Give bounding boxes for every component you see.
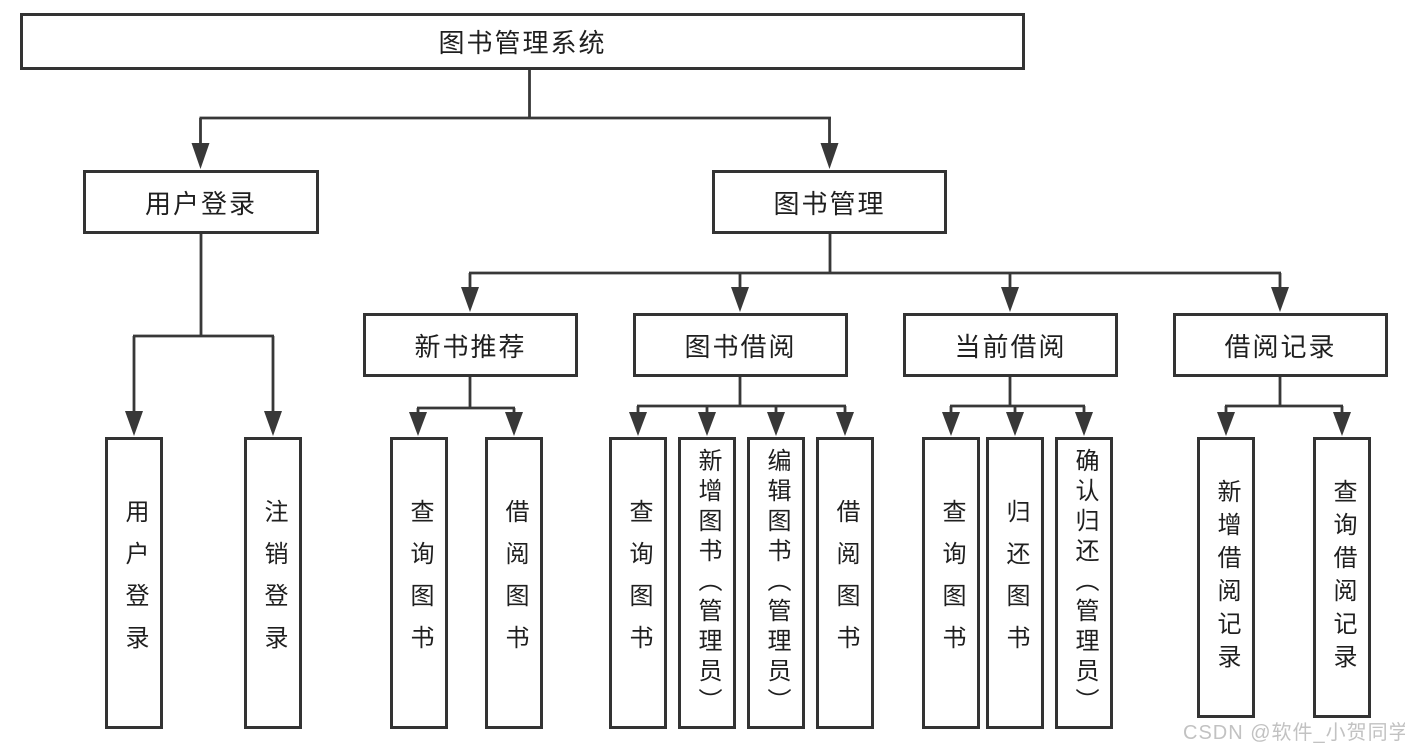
node-book-management: 图书管理 xyxy=(712,170,947,234)
connector-current-borrow-children xyxy=(942,376,1093,436)
leaf-label: 确认归还（管理员） xyxy=(1071,448,1098,718)
leaf-label: 借阅图书 xyxy=(501,499,528,667)
node-current-borrow: 当前借阅 xyxy=(903,313,1118,377)
leaf-label: 查询图书 xyxy=(625,499,652,667)
leaf-add-borrow-record: 新增借阅记录 xyxy=(1197,437,1255,718)
leaf-return-books: 归还图书 xyxy=(986,437,1044,729)
node-user-login: 用户登录 xyxy=(83,170,319,234)
leaf-query-borrow-record: 查询借阅记录 xyxy=(1313,437,1371,718)
leaf-label: 注销登录 xyxy=(260,499,287,667)
leaf-borrow-books: 借阅图书 xyxy=(816,437,874,729)
leaf-query-books-recommend: 查询图书 xyxy=(390,437,448,729)
leaf-label: 借阅图书 xyxy=(832,499,859,667)
leaf-query-books-borrow: 查询图书 xyxy=(609,437,667,729)
node-root: 图书管理系统 xyxy=(20,13,1025,70)
leaf-label: 查询借阅记录 xyxy=(1329,478,1356,677)
csdn-watermark: CSDN @软件_小贺同学 xyxy=(1183,722,1405,744)
leaf-logout: 注销登录 xyxy=(244,437,302,729)
leaf-label: 编辑图书（管理员） xyxy=(763,448,790,718)
leaf-label: 查询图书 xyxy=(938,499,965,667)
leaf-add-books-admin: 新增图书（管理员） xyxy=(678,437,736,729)
leaf-label: 用户登录 xyxy=(121,499,148,667)
connector-book-management-to-level3 xyxy=(461,234,1289,312)
connector-user-login-children xyxy=(125,234,282,436)
connector-new-book-children xyxy=(409,376,523,436)
connector-root-to-level2 xyxy=(191,68,839,169)
leaf-label: 查询图书 xyxy=(406,499,433,667)
leaf-user-login: 用户登录 xyxy=(105,437,163,729)
leaf-label: 新增图书（管理员） xyxy=(694,448,721,718)
node-borrow-records: 借阅记录 xyxy=(1173,313,1388,377)
leaf-edit-books-admin: 编辑图书（管理员） xyxy=(747,437,805,729)
connector-book-borrow-children xyxy=(629,376,854,436)
leaf-borrow-books-recommend: 借阅图书 xyxy=(485,437,543,729)
leaf-label: 归还图书 xyxy=(1002,499,1029,667)
leaf-query-books-current: 查询图书 xyxy=(922,437,980,729)
node-new-book-recommend: 新书推荐 xyxy=(363,313,578,377)
connector-borrow-record-children xyxy=(1217,376,1351,436)
leaf-confirm-return-admin: 确认归还（管理员） xyxy=(1055,437,1113,729)
leaf-label: 新增借阅记录 xyxy=(1213,478,1240,677)
node-book-borrow: 图书借阅 xyxy=(633,313,848,377)
